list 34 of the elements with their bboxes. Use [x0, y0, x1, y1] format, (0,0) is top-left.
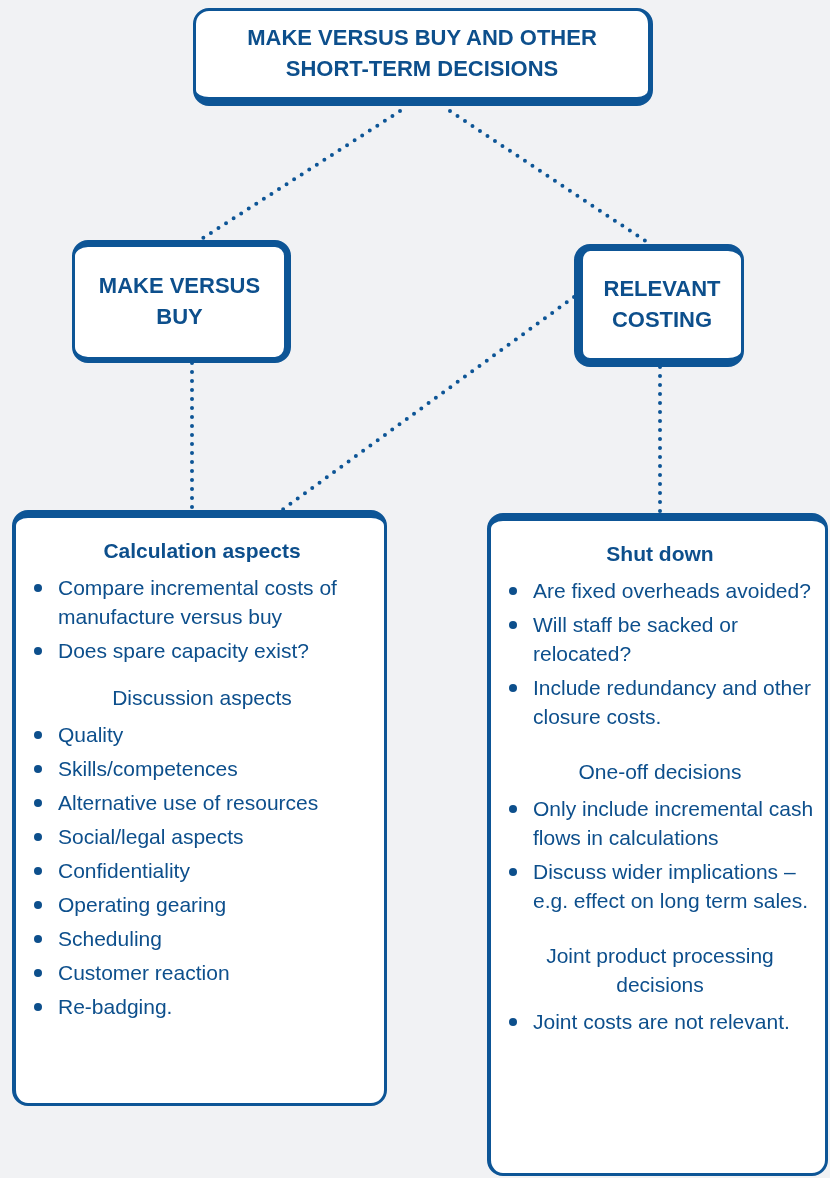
bullet-item: Include redundancy and other closure costs. — [505, 673, 815, 731]
process-box — [574, 244, 744, 367]
dotted-connector — [658, 365, 662, 515]
bullet-item: Compare incremental costs of manufacture versus buy — [30, 573, 374, 631]
bullet-item: Customer reaction — [30, 958, 374, 987]
section-heading: Joint product processing decisions — [545, 943, 775, 998]
dotted-connector — [190, 361, 194, 512]
bullet-item: Re-badging. — [30, 992, 374, 1021]
process-box — [72, 240, 291, 363]
box-title: MAKE VERSUS BUY — [97, 272, 262, 331]
bullet-item: Does spare capacity exist? — [30, 636, 374, 665]
bullet-item: Quality — [30, 720, 374, 749]
process-box — [487, 513, 828, 1176]
section-heading: Discussion aspects — [111, 685, 293, 711]
box-title: MAKE VERSUS BUY AND OTHER SHORT-TERM DECISIONS — [246, 24, 598, 83]
section-heading: Shut down — [605, 541, 715, 567]
dotted-connector — [198, 109, 402, 242]
section-heading: One-off decisions — [577, 759, 743, 785]
bullet-item: Alternative use of resources — [30, 788, 374, 817]
box-title: RELEVANT COSTING — [602, 274, 722, 334]
bullet-item: Scheduling — [30, 924, 374, 953]
bullet-item: Will staff be sacked or relocated? — [505, 610, 815, 668]
process-box — [193, 8, 653, 106]
section-heading: Calculation aspects — [102, 538, 302, 564]
dotted-connector — [280, 295, 576, 512]
bullet-item: Joint costs are not relevant. — [505, 1007, 815, 1036]
bullet-item: Confidentiality — [30, 856, 374, 885]
bullet-item: Discuss wider implications – e.g. effect on long term sales. — [505, 857, 815, 915]
process-box — [12, 510, 387, 1106]
bullet-item: Skills/competences — [30, 754, 374, 783]
bullet-item: Are fixed overheads avoided? — [505, 576, 815, 605]
bullet-item: Only include incremental cash flows in calculations — [505, 794, 815, 852]
bullet-item: Social/legal aspects — [30, 822, 374, 851]
bullet-item: Operating gearing — [30, 890, 374, 919]
